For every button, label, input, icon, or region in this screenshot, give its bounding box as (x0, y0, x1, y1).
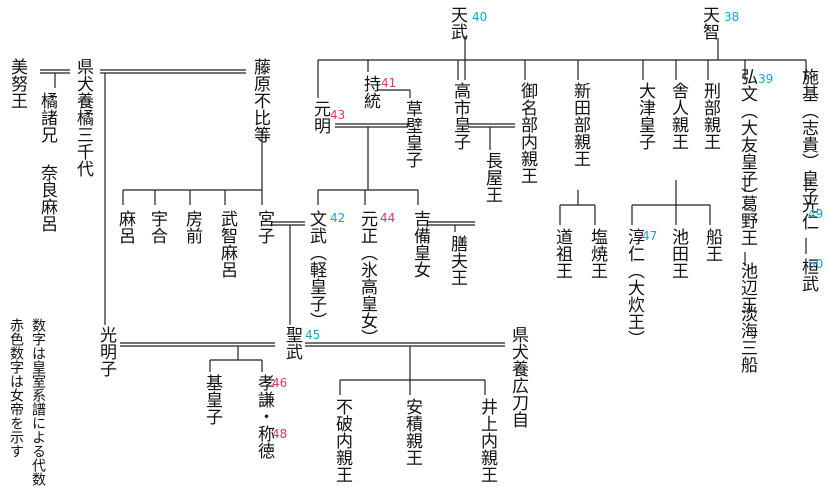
node-toneri: 舎人親王 (668, 82, 688, 150)
node-tenmu: 天武 (447, 6, 467, 40)
node-fusasaki: 房前 (182, 210, 202, 244)
number-kobun: 39 (758, 72, 774, 86)
number-gensho: 44 (380, 211, 396, 225)
node-maro: 麻呂 (115, 210, 135, 244)
node-otsu: 大津皇子 (635, 82, 655, 150)
node-niitabe: 新田部親王 (570, 82, 590, 167)
node-gensho: 元正（氷高皇女） (357, 210, 377, 346)
node-moroe: 橘諸兄 (37, 92, 57, 143)
number-junnin: 47 (642, 229, 658, 243)
node-umakai: 宇合 (147, 210, 167, 244)
number-koken-1: 46 (272, 376, 288, 390)
number-koken-2: 48 (272, 427, 288, 441)
number-tenmu: 40 (472, 10, 488, 24)
node-kobun: 弘文（大友皇子） (737, 68, 757, 204)
number-konin: 49 (808, 207, 824, 221)
node-takechi: 高市皇子 (450, 82, 470, 150)
node-mifune: 淡海三船 (737, 305, 757, 373)
node-asaka: 安積親王 (402, 398, 422, 466)
node-agata-hirotoji: 県犬養広刀自 (508, 326, 528, 428)
node-muchimaro: 武智麻呂 (217, 210, 237, 278)
node-inoue: 井上内親王 (477, 398, 497, 483)
legend-note-1: 数字は皇室系譜による代数 (30, 318, 46, 486)
node-ikeda: 池田王 (668, 228, 688, 279)
legend-note-2: 赤色数字は女帝を示す (8, 318, 24, 458)
node-mino: 美努王 (7, 58, 27, 109)
node-koken: 孝謙・称徳 (254, 374, 274, 459)
node-miyako: 宮子 (254, 210, 274, 244)
node-tenji: 天智 (699, 6, 719, 40)
number-tenji: 38 (724, 10, 740, 24)
node-shomu: 聖武 (282, 326, 302, 360)
number-kanmu: 50 (808, 257, 824, 271)
node-fune: 船王 (702, 228, 722, 262)
node-ikebe: 池辺王 (737, 262, 757, 313)
node-kibi: 吉備皇女 (410, 210, 430, 278)
node-genmei: 元明 (310, 100, 330, 134)
node-komyo: 光明子 (96, 326, 116, 377)
node-shiki: 施基（志貴）皇子 (798, 68, 818, 204)
node-osakabe: 刑部親王 (700, 82, 720, 150)
node-agata-michiyo: 県犬養橘三千代 (73, 58, 93, 177)
node-monmu: 文武（軽皇子） (306, 210, 326, 329)
node-nagaya: 長屋王 (482, 152, 502, 203)
node-minabe: 御名部内親王 (517, 82, 537, 184)
node-junnin: 淳仁（大炊王） (624, 228, 644, 347)
node-kadono: 葛野王 (737, 195, 757, 246)
node-konin: 光仁 (798, 196, 818, 230)
node-kanmu: 桓武 (798, 258, 818, 292)
node-shioyaki: 塩焼王 (587, 228, 607, 279)
number-genmei: 43 (330, 108, 346, 122)
node-naramaro: 奈良麻呂 (37, 164, 57, 232)
number-jito: 41 (381, 76, 397, 90)
node-fujiwara-fuhito: 藤原不比等 (250, 58, 270, 143)
node-kashiwade: 膳夫王 (447, 235, 467, 286)
node-fuwa: 不破内親王 (332, 398, 352, 483)
node-kusakabe: 草壁皇子 (402, 100, 422, 168)
node-doso: 道祖王 (552, 228, 572, 279)
node-motoi: 基皇子 (202, 374, 222, 425)
number-shomu: 45 (305, 328, 321, 342)
node-jito: 持統 (360, 75, 380, 109)
number-monmu: 42 (330, 211, 346, 225)
